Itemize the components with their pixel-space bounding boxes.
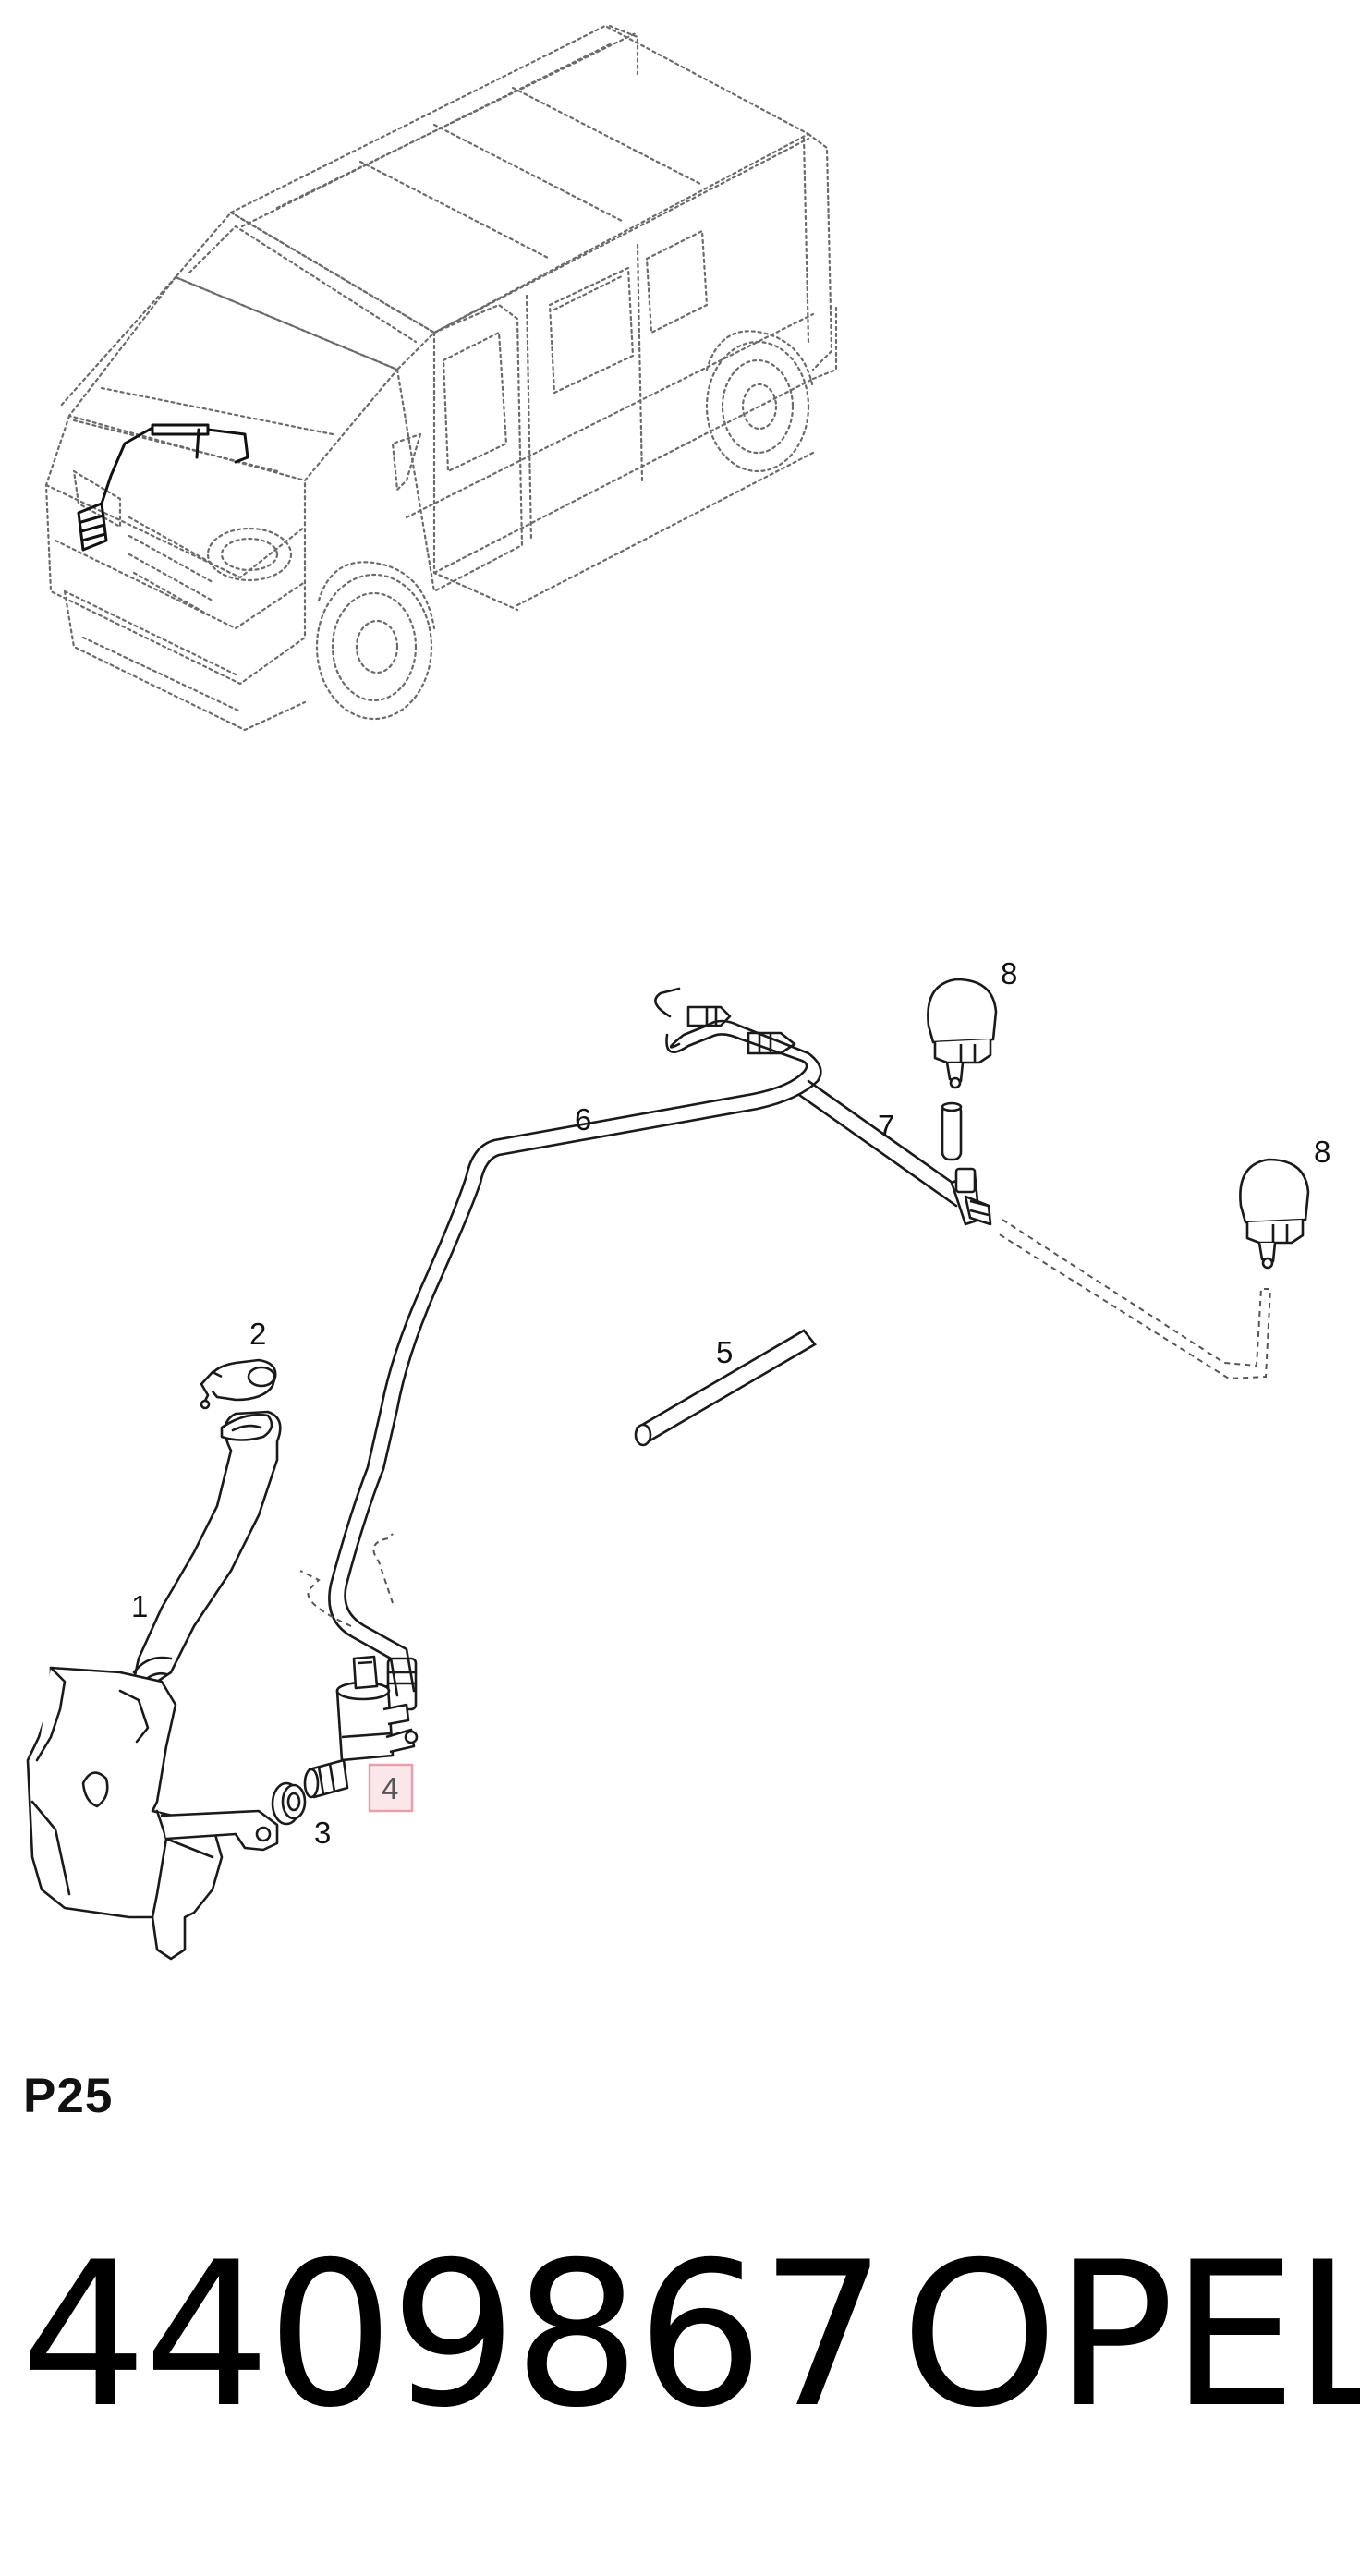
washer-jet-icon bbox=[1239, 1158, 1310, 1270]
callout-8-second: 8 bbox=[1314, 1135, 1330, 1169]
washer-jet-icon bbox=[927, 978, 998, 1089]
van-washer-system-location bbox=[77, 423, 249, 552]
t-connector-icon bbox=[950, 1167, 992, 1226]
callout-4[interactable]: 4 bbox=[382, 1771, 398, 1805]
callout-6: 6 bbox=[575, 1102, 591, 1136]
callout-1: 1 bbox=[131, 1589, 148, 1623]
hose-reference-dashed bbox=[299, 1219, 1272, 1627]
highlight-box bbox=[368, 1763, 414, 1813]
section-code: P25 bbox=[23, 2069, 114, 2123]
grommet-icon bbox=[271, 1781, 307, 1826]
van-overview-illustration bbox=[44, 24, 838, 732]
callout-8: 8 bbox=[1001, 956, 1017, 990]
washer-hose-icon bbox=[328, 987, 967, 1711]
callout-3: 3 bbox=[314, 1816, 331, 1850]
callout-2: 2 bbox=[249, 1317, 266, 1351]
part-number: 4409867 bbox=[20, 2219, 887, 2451]
callout-5: 5 bbox=[716, 1335, 733, 1369]
washer-pump-icon bbox=[303, 1655, 419, 1799]
hose-section-icon bbox=[634, 1329, 817, 1447]
brand-name: OPEL bbox=[901, 2219, 1360, 2451]
jet-hose-icon bbox=[941, 1101, 963, 1161]
filler-cap-icon bbox=[200, 1358, 277, 1410]
washer-reservoir-icon bbox=[26, 1410, 282, 1961]
callout-7: 7 bbox=[878, 1109, 894, 1143]
